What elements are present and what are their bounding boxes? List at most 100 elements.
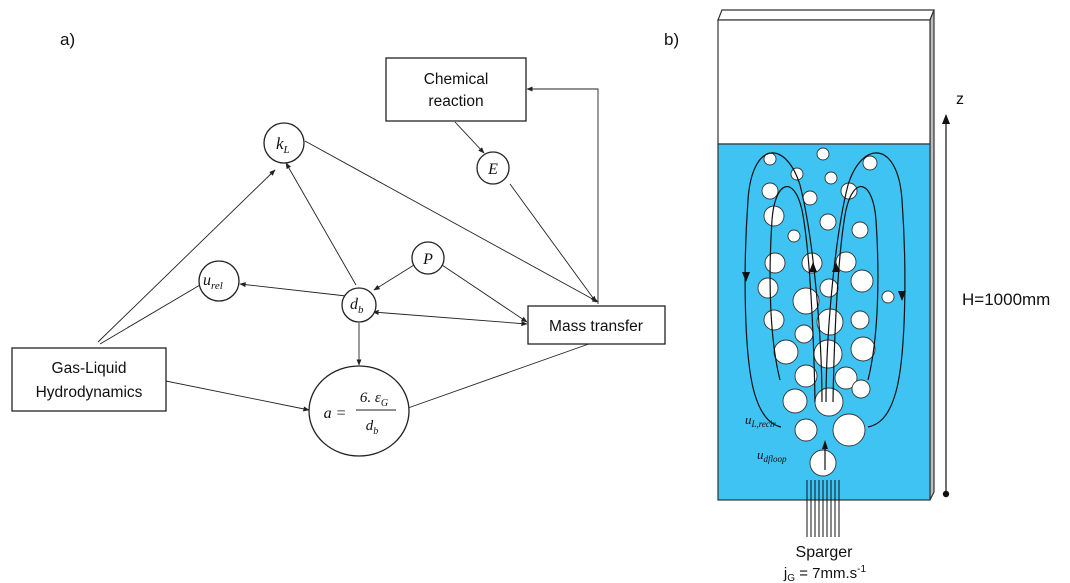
column-headspace bbox=[717, 19, 931, 145]
node-interfacial-area: a = 6. εG db bbox=[308, 365, 410, 457]
edge-db-mass bbox=[372, 309, 528, 327]
column-top-face bbox=[717, 9, 935, 21]
node-p: P bbox=[411, 241, 445, 275]
hydro-label-2: Hydrodynamics bbox=[36, 384, 143, 401]
edge-chem-to-e bbox=[454, 121, 485, 154]
bubble bbox=[851, 379, 871, 399]
bubble bbox=[761, 182, 779, 200]
e-symbol: E bbox=[487, 161, 498, 178]
loop-right-inner bbox=[832, 186, 879, 403]
mass-transfer-box: Mass transfer bbox=[527, 305, 666, 345]
jg-superscript: -1 bbox=[857, 564, 866, 575]
recirc-velocity-symbol: u bbox=[745, 412, 752, 427]
recirculation-loops bbox=[742, 152, 906, 470]
height-axis bbox=[942, 114, 950, 498]
a-denominator-sub: b bbox=[373, 426, 378, 437]
height-axis-arrowhead bbox=[942, 114, 950, 124]
downflow-arrow-right bbox=[898, 291, 906, 301]
bubble bbox=[802, 190, 818, 206]
a-numerator-sub: G bbox=[381, 398, 388, 409]
bubble bbox=[814, 387, 844, 417]
p-symbol: P bbox=[422, 251, 433, 268]
edge-urel-to-hydro bbox=[99, 284, 201, 345]
svg-text:db: db bbox=[350, 296, 364, 316]
bubble bbox=[816, 147, 830, 161]
upflow-arrow-center bbox=[822, 440, 828, 449]
bubble bbox=[819, 278, 839, 298]
node-urel: urel bbox=[198, 260, 240, 302]
node-db: db bbox=[341, 287, 377, 323]
urel-symbol: u bbox=[203, 272, 211, 289]
bubble bbox=[757, 277, 779, 299]
bubble bbox=[794, 364, 818, 388]
jg-symbol: j bbox=[783, 565, 787, 582]
chemical-reaction-label-1: Chemical bbox=[424, 71, 489, 88]
loop-left-inner bbox=[769, 186, 816, 403]
bubble bbox=[832, 413, 866, 447]
chemical-reaction-label-2: reaction bbox=[428, 93, 483, 110]
a-numerator: 6. ε bbox=[360, 390, 381, 406]
svg-text:urel: urel bbox=[203, 272, 223, 292]
edge-p-to-mass bbox=[441, 264, 528, 323]
bubble bbox=[851, 221, 869, 239]
bubble bbox=[787, 229, 801, 243]
edge-hydro-to-kl bbox=[97, 169, 276, 343]
edge-mass-to-chem bbox=[526, 86, 599, 304]
height-axis-origin bbox=[942, 490, 950, 498]
edge-a-to-mass bbox=[407, 339, 601, 409]
hydro-label-1: Gas-Liquid bbox=[52, 360, 127, 377]
upflow-arrow-right bbox=[832, 262, 840, 272]
a-lhs: a = bbox=[324, 405, 347, 422]
bubble bbox=[834, 366, 858, 390]
svg-text:uL,recir: uL,recir bbox=[745, 412, 776, 429]
bubble bbox=[850, 336, 876, 362]
bubble bbox=[862, 155, 878, 171]
mass-transfer-label: Mass transfer bbox=[549, 318, 643, 335]
loop-left-outer bbox=[744, 152, 823, 428]
edge-p-to-db bbox=[373, 264, 415, 291]
db-subscript: b bbox=[358, 304, 364, 316]
svg-text:kL: kL bbox=[276, 134, 290, 156]
bubble bbox=[850, 269, 874, 293]
z-axis-label: z bbox=[956, 91, 964, 108]
edge-e-to-mass bbox=[509, 183, 597, 303]
gas-velocity-label: jG = 7mm.s-1 bbox=[783, 564, 867, 583]
dfloop-velocity-subscript: dfloop bbox=[764, 454, 788, 464]
bubble bbox=[840, 182, 858, 200]
sparger-tubes bbox=[806, 480, 840, 537]
sparger-label: Sparger bbox=[796, 544, 854, 561]
kl-subscript: L bbox=[283, 144, 290, 156]
svg-text:6. εG: 6. εG bbox=[360, 390, 388, 409]
loop-right-outer bbox=[825, 152, 906, 428]
bubble bbox=[782, 388, 808, 414]
bubble bbox=[794, 418, 818, 442]
panel-a-label: a) bbox=[60, 30, 75, 49]
bubble bbox=[794, 324, 814, 344]
edge-hydro-to-a bbox=[165, 380, 310, 412]
bubble bbox=[763, 309, 785, 331]
upflow-arrow-left bbox=[809, 262, 817, 272]
kl-symbol: k bbox=[276, 134, 284, 153]
recirc-velocity-subscript: L,recir bbox=[751, 419, 777, 429]
hydrodynamics-box: Gas-Liquid Hydrodynamics bbox=[11, 347, 167, 412]
bubble bbox=[764, 252, 786, 274]
downflow-arrow-left bbox=[742, 272, 750, 282]
bubble bbox=[824, 171, 838, 185]
bubble bbox=[773, 339, 799, 365]
panel-b-label: b) bbox=[664, 30, 679, 49]
dfloop-velocity-symbol: u bbox=[757, 447, 764, 462]
a-denominator: d bbox=[366, 418, 374, 434]
svg-text:udfloop: udfloop bbox=[757, 447, 787, 464]
jg-value: = 7mm.s bbox=[795, 565, 857, 582]
bubble bbox=[850, 310, 870, 330]
height-label: H=1000mm bbox=[962, 290, 1050, 309]
svg-text:db: db bbox=[366, 418, 379, 437]
node-e: E bbox=[476, 151, 510, 185]
chemical-reaction-box: Chemical reaction bbox=[385, 57, 527, 122]
db-symbol: d bbox=[350, 296, 359, 313]
bubble bbox=[792, 287, 820, 315]
urel-subscript: rel bbox=[211, 280, 223, 292]
bubble bbox=[819, 213, 837, 231]
